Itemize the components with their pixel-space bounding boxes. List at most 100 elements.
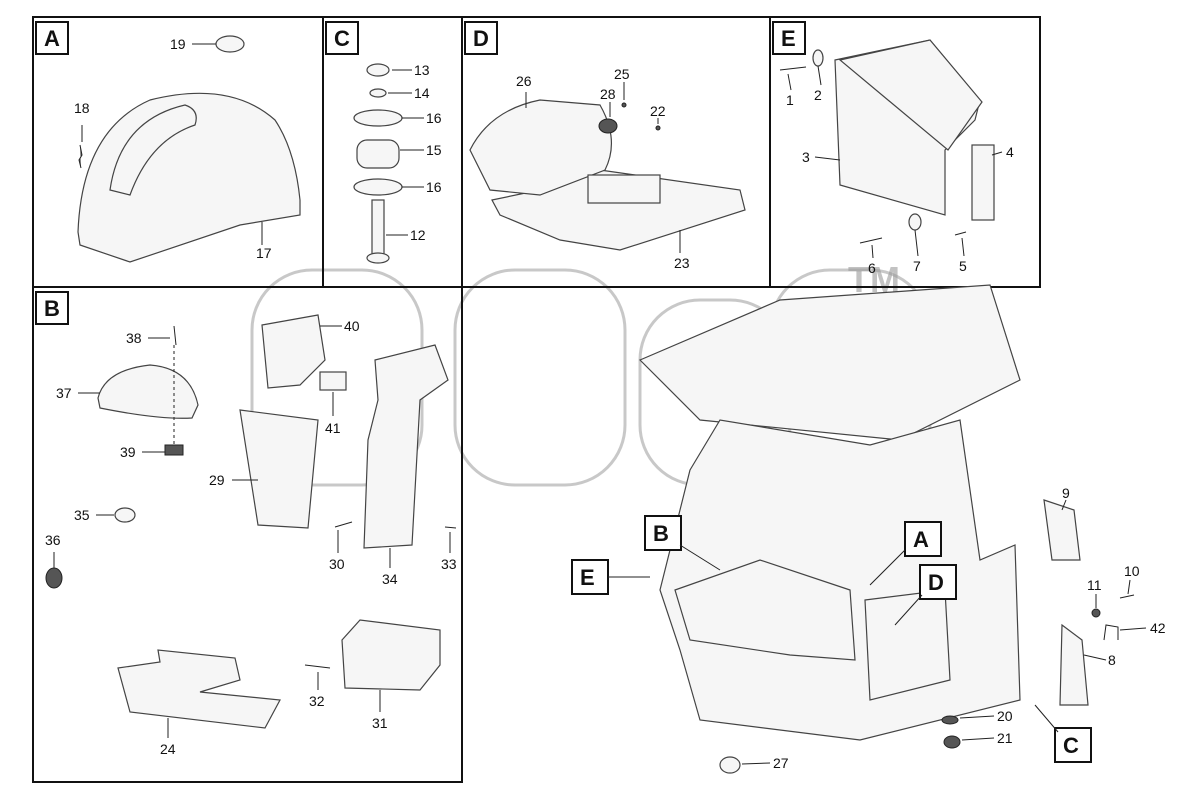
cab-floor bbox=[864, 589, 951, 701]
cover-31 bbox=[341, 619, 441, 691]
callout-b-letter: B bbox=[653, 521, 669, 546]
plate-8 bbox=[1059, 623, 1089, 706]
nut-11 bbox=[1091, 608, 1101, 618]
callout-d-letter: D bbox=[928, 570, 944, 595]
label-10: 10 bbox=[1124, 563, 1140, 579]
label-42: 42 bbox=[1150, 620, 1166, 636]
panel-a-letter-box: A bbox=[35, 21, 69, 55]
label-35: 35 bbox=[74, 507, 90, 523]
lead-9 bbox=[1061, 499, 1067, 511]
label-11: 11 bbox=[1087, 577, 1102, 593]
watermark-letter-n bbox=[453, 268, 627, 487]
label-2: 2 bbox=[814, 87, 822, 103]
bolt-10 bbox=[1119, 594, 1135, 599]
washer-7 bbox=[908, 213, 922, 231]
washer-16-bottom bbox=[353, 178, 403, 196]
callout-e-letter: E bbox=[580, 565, 595, 590]
label-9: 9 bbox=[1062, 485, 1070, 501]
panel-b-letter: B bbox=[44, 296, 60, 321]
label-31: 31 bbox=[372, 715, 388, 731]
label-21: 21 bbox=[997, 730, 1013, 746]
label-14: 14 bbox=[414, 85, 430, 101]
lead-27 bbox=[741, 762, 771, 765]
floor-23-plate bbox=[587, 174, 661, 204]
bushing-15 bbox=[356, 139, 400, 169]
cab-assembly: 9 10 11 42 8 20 21 27 bbox=[638, 284, 1166, 774]
callout-d: D bbox=[894, 564, 957, 626]
label-29: 29 bbox=[209, 472, 225, 488]
bracket-4 bbox=[971, 144, 995, 221]
callout-b-arrow bbox=[679, 544, 721, 571]
panel-e-letter-box: E bbox=[772, 21, 806, 55]
pin-22 bbox=[655, 125, 661, 131]
lead-3 bbox=[814, 156, 841, 161]
label-25: 25 bbox=[614, 66, 630, 82]
foot-27 bbox=[719, 756, 741, 774]
label-26: 26 bbox=[516, 73, 532, 89]
clip-42 bbox=[1103, 624, 1119, 641]
callout-c: C bbox=[1034, 704, 1092, 763]
washer-2 bbox=[812, 49, 824, 67]
label-27: 27 bbox=[773, 755, 789, 771]
label-33: 33 bbox=[441, 556, 457, 572]
callout-a: A bbox=[869, 521, 942, 586]
pin-25 bbox=[621, 102, 627, 108]
panel-b-letter-box: B bbox=[35, 291, 69, 325]
label-34: 34 bbox=[382, 571, 398, 587]
label-41: 41 bbox=[325, 420, 341, 436]
callout-c-arrow bbox=[1034, 704, 1059, 733]
label-12: 12 bbox=[410, 227, 426, 243]
bolt-6 bbox=[859, 237, 883, 244]
label-7: 7 bbox=[913, 258, 921, 274]
lead-10 bbox=[1127, 579, 1131, 595]
nut-39 bbox=[164, 444, 184, 456]
label-3: 3 bbox=[802, 149, 810, 165]
label-17: 17 bbox=[256, 245, 272, 261]
screw-32 bbox=[304, 664, 331, 669]
panel-b-frame bbox=[32, 286, 463, 783]
label-18: 18 bbox=[74, 100, 90, 116]
panel-e-letter: E bbox=[781, 26, 796, 51]
label-5: 5 bbox=[959, 258, 967, 274]
callout-e: E bbox=[571, 559, 650, 595]
grommet-36 bbox=[45, 567, 63, 589]
screw-30 bbox=[334, 521, 353, 528]
callout-c-letter: C bbox=[1063, 733, 1079, 758]
label-15: 15 bbox=[426, 142, 442, 158]
panel-c-parts: 13 14 16 15 16 12 bbox=[353, 62, 442, 264]
lead-42 bbox=[1119, 627, 1147, 631]
screw-33 bbox=[444, 526, 457, 529]
screw-18 bbox=[78, 144, 83, 169]
label-39: 39 bbox=[120, 444, 136, 460]
panel-e-parts: 1 2 3 4 6 7 5 bbox=[779, 39, 1014, 276]
label-20: 20 bbox=[997, 708, 1013, 724]
label-37: 37 bbox=[56, 385, 72, 401]
panel-e-frame bbox=[769, 16, 1041, 288]
lead-4 bbox=[991, 151, 1003, 156]
label-24: 24 bbox=[160, 741, 176, 757]
plug-19 bbox=[215, 35, 245, 53]
frame-26 bbox=[469, 99, 613, 196]
cab-roof bbox=[638, 284, 1021, 441]
plug-35 bbox=[114, 507, 136, 523]
ring-28 bbox=[598, 118, 618, 134]
screw-38 bbox=[173, 325, 177, 346]
lead-20 bbox=[959, 715, 995, 719]
label-32: 32 bbox=[309, 693, 325, 709]
label-13: 13 bbox=[414, 62, 430, 78]
panel-b-parts: 38 40 37 41 39 29 35 30 33 34 36 32 31 2… bbox=[45, 314, 457, 757]
lead-8 bbox=[1083, 654, 1107, 661]
label-28: 28 bbox=[600, 86, 616, 102]
plate-9 bbox=[1043, 499, 1081, 561]
panel-a-parts: 19 18 17 bbox=[74, 35, 301, 263]
label-1: 1 bbox=[786, 92, 794, 108]
panel-d-letter: D bbox=[473, 26, 489, 51]
lead-21 bbox=[961, 737, 995, 741]
callout-d-arrow bbox=[894, 594, 923, 626]
part-21 bbox=[943, 735, 961, 749]
bolt-5 bbox=[954, 231, 967, 236]
panel-29 bbox=[239, 409, 319, 529]
cab-console bbox=[674, 559, 856, 661]
panel-34 bbox=[363, 344, 449, 549]
bolt-12-head bbox=[366, 252, 390, 264]
